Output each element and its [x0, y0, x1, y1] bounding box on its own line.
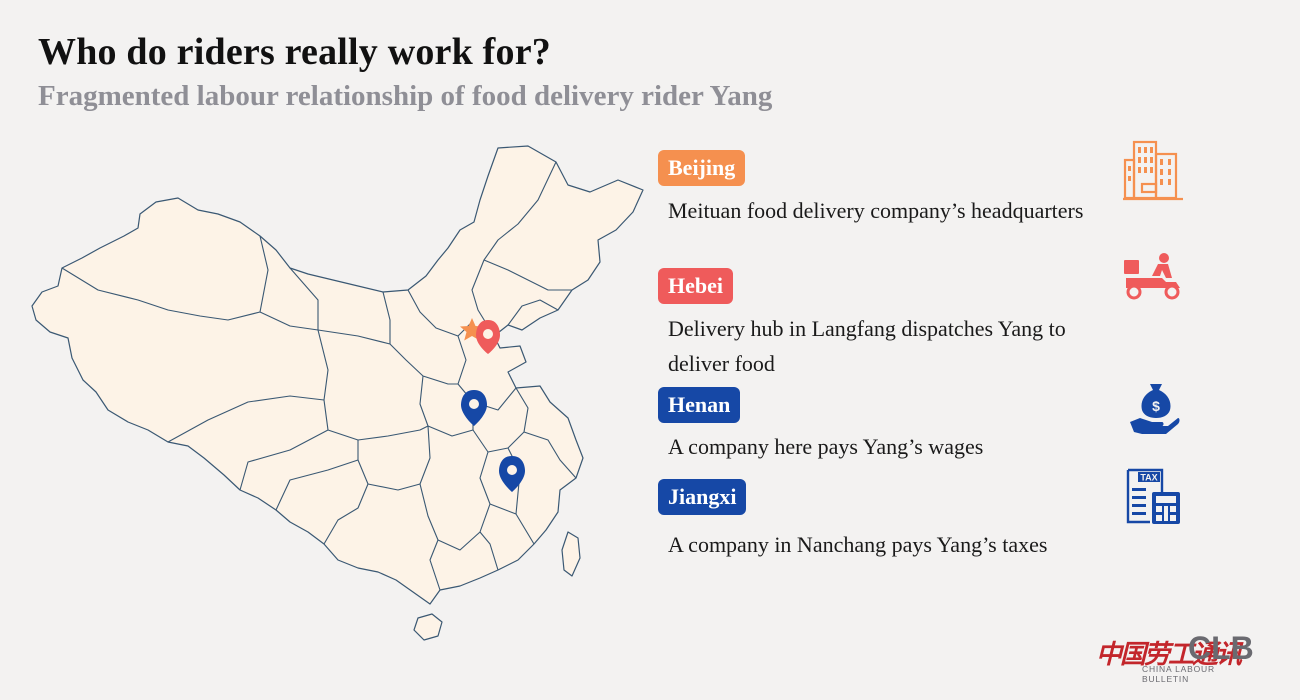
region-description-jiangxi: A company in Nanchang pays Yang’s taxes [668, 532, 1048, 557]
money-bag-hand-icon: $ [1130, 384, 1180, 434]
china-map [31, 145, 644, 641]
delivery-scooter-icon [1124, 253, 1180, 300]
office-building-icon [1123, 140, 1183, 201]
hainan-island [413, 613, 443, 641]
page-subtitle: Fragmented labour relationship of food d… [38, 80, 773, 112]
province-borders [61, 161, 577, 591]
logo-chinese-text: 中国劳工通讯 [1096, 640, 1242, 670]
henan-pin-marker [461, 390, 487, 426]
region-badge-jiangxi: Jiangxi [658, 479, 747, 515]
svg-text:TAX: TAX [1140, 473, 1157, 483]
region-badge-beijing: Beijing [658, 150, 746, 186]
hebei-pin-marker [476, 320, 500, 354]
region-description-beijing: Meituan food delivery company’s headquar… [668, 198, 1084, 223]
region-description-hebei: Delivery hub in Langfang dispatches Yang… [668, 316, 1066, 376]
taiwan-island [561, 531, 581, 577]
region-badge-henan: Henan [658, 387, 741, 423]
logo-acronym: CLB [1188, 630, 1254, 666]
china-outline [31, 145, 644, 605]
logo-full-name: CHINA LABOUR BULLETIN [1142, 664, 1215, 684]
clb-logo: 中国劳工通讯 CLB CHINA LABOUR BULLETIN [1096, 630, 1261, 684]
tax-calculator-icon: TAX [1126, 468, 1180, 524]
region-description-henan: A company here pays Yang’s wages [668, 434, 984, 459]
jiangxi-pin-marker [499, 456, 525, 492]
region-badge-hebei: Hebei [658, 268, 733, 304]
page-title: Who do riders really work for? [38, 31, 551, 73]
svg-text:$: $ [1152, 398, 1160, 414]
